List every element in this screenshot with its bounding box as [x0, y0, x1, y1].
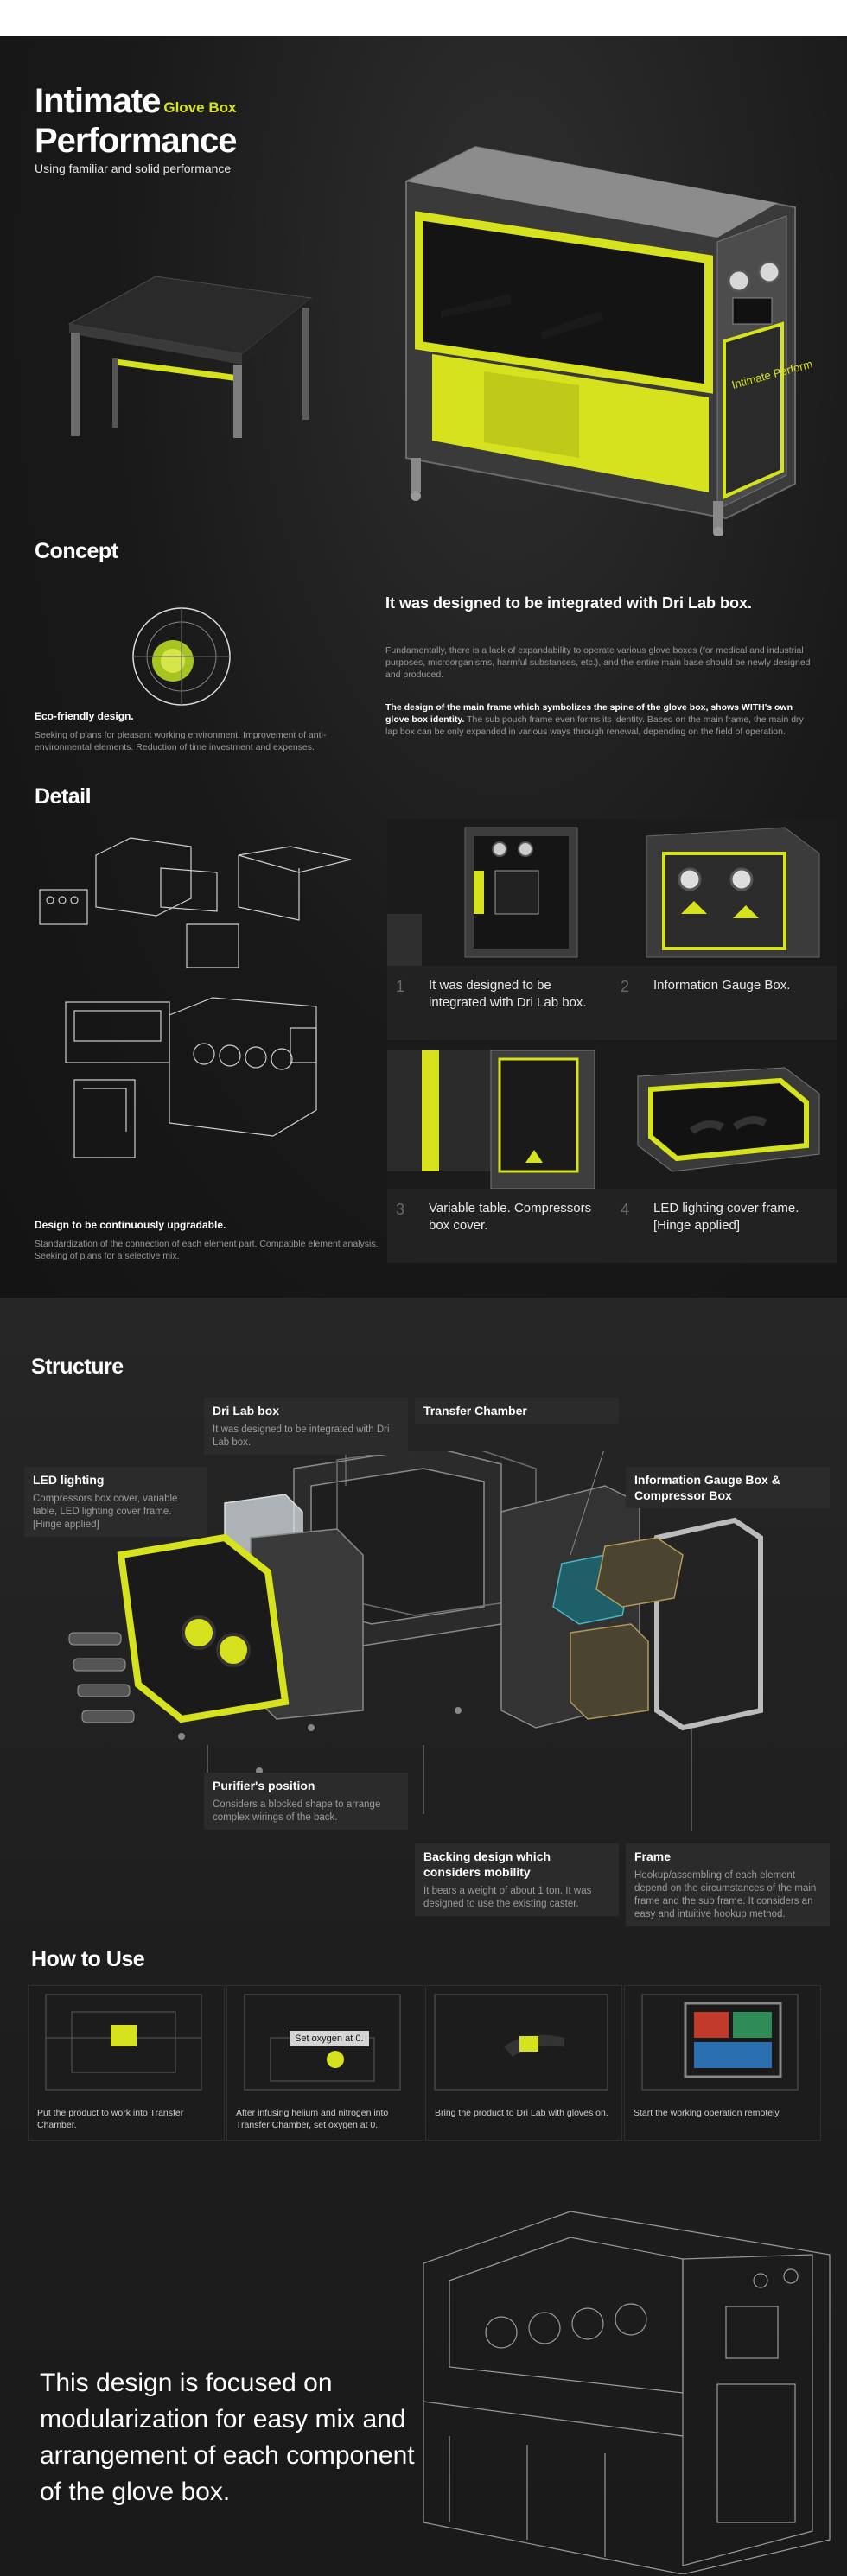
closing-statement: This design is focused on modularization…	[40, 2369, 415, 2506]
structure-label-frame-text: Hookup/assembling of each element depend…	[634, 1870, 817, 1919]
structure-heading: Structure	[31, 1355, 124, 1379]
structure-label-purifier-title: Purifier's position	[213, 1779, 315, 1792]
detail-panel-3-caption-row: 3 Variable table. Compressors box cover.	[387, 1189, 612, 1247]
detail-panel-3-caption: Variable table. Compressors box cover.	[429, 1201, 592, 1233]
howto-step-4-text: Start the working operation remotely.	[634, 2108, 781, 2118]
detail-heading: Detail	[35, 784, 92, 809]
concept-para2: The design of the main frame which symbo…	[385, 701, 818, 738]
hero-title-subtitle: Glove Box	[163, 99, 237, 116]
howto-step-3: Bring the product to Dri Lab with gloves…	[425, 1985, 622, 2141]
structure-label-drilab: Dri Lab box It was designed to be integr…	[204, 1398, 408, 1455]
howto-step-4-image	[641, 1994, 799, 2091]
detail-panel-4-caption-row: 4 LED lighting cover frame. [Hinge appli…	[612, 1189, 837, 1247]
hero-title-line1: Intimate	[35, 82, 161, 120]
structure-label-backing: Backing design which considers mobility …	[415, 1843, 619, 1916]
structure-label-backing-title: Backing design which considers mobility	[424, 1850, 551, 1879]
detail-panel-1: 1 It was designed to be integrated with …	[387, 819, 612, 1040]
detail-panel-4: 4 LED lighting cover frame. [Hinge appli…	[612, 1042, 837, 1263]
structure-label-backing-text: It bears a weight of about 1 ton. It was…	[424, 1886, 592, 1909]
detail-panel-2-caption: Information Gauge Box.	[653, 978, 791, 993]
detail-sketches	[39, 837, 352, 1158]
howto-step-3-image	[434, 1994, 608, 2091]
structure-label-gauge-title: Information Gauge Box & Compressor Box	[634, 1473, 780, 1502]
concept-para2-rest: The sub pouch frame even forms its ident…	[385, 714, 804, 737]
howto-step-2: Set oxygen at 0. After infusing helium a…	[226, 1985, 424, 2141]
table-render	[67, 276, 313, 438]
hero-title-line2: Performance	[35, 122, 238, 160]
howto-step-2-text: After infusing helium and nitrogen into …	[236, 2108, 389, 2130]
howto-step-1-text: Put the product to work into Transfer Ch…	[37, 2108, 184, 2130]
detail-panel-1-caption: It was designed to be integrated with Dr…	[429, 978, 587, 1010]
structure-label-transfer: Transfer Chamber	[415, 1398, 619, 1424]
detail-note-text: Standardization of the connection of eac…	[35, 1239, 379, 1261]
concept-badge-text: Seeking of plans for pleasant working en…	[35, 730, 327, 752]
structure-label-frame: Frame Hookup/assembling of each element …	[626, 1843, 830, 1926]
howto-step-1-image	[45, 1994, 202, 2091]
howto-step-1: Put the product to work into Transfer Ch…	[28, 1985, 225, 2141]
structure-label-gauge: Information Gauge Box & Compressor Box	[626, 1467, 830, 1508]
howto-step-2-image	[244, 1994, 401, 2091]
detail-panel-4-image	[612, 1042, 837, 1189]
structure-label-frame-title: Frame	[634, 1850, 672, 1863]
howto-step-3-text: Bring the product to Dri Lab with gloves…	[435, 2108, 608, 2118]
structure-label-led-title: LED lighting	[33, 1473, 105, 1487]
glove-icon	[68, 1632, 122, 1646]
howto-heading: How to Use	[31, 1947, 145, 1971]
detail-panel-3: 3 Variable table. Compressors box cover.	[387, 1042, 612, 1263]
glovebox-hero-render: Intimate Performance	[405, 145, 812, 536]
detail-panel-3-image	[387, 1042, 612, 1189]
detail-panel-4-caption: LED lighting cover frame. [Hinge applied…	[653, 1201, 799, 1233]
hero-tagline: Using familiar and solid performance	[35, 162, 232, 175]
detail-panel-1-caption-row: 1 It was designed to be integrated with …	[387, 966, 612, 1024]
detail-panel-4-num: 4	[621, 1201, 630, 1218]
detail-panel-3-num: 3	[396, 1201, 405, 1218]
concept-heading: Concept	[35, 539, 118, 563]
structure-label-led-text: Compressors box cover, variable table, L…	[33, 1494, 178, 1530]
concept-para2-bold: The design of the main frame which symbo…	[385, 702, 793, 725]
concept-badge-title: Eco-friendly design.	[35, 710, 134, 722]
detail-panel-2-caption-row: 2 Information Gauge Box.	[612, 966, 837, 1006]
howto-step-4: Start the working operation remotely.	[624, 1985, 821, 2141]
structure-label-purifier: Purifier's position Considers a blocked …	[204, 1773, 408, 1830]
gauge-icon	[492, 841, 507, 857]
concept-subheading: It was designed to be integrated with Dr…	[385, 594, 753, 612]
detail-panel-2: 2 Information Gauge Box.	[612, 819, 837, 1040]
exploded-view	[68, 1451, 763, 1831]
detail-panel-1-num: 1	[396, 978, 405, 995]
structure-label-drilab-title: Dri Lab box	[213, 1404, 280, 1418]
structure-label-purifier-text: Considers a blocked shape to arrange com…	[213, 1799, 381, 1823]
wireframe-render	[423, 2211, 831, 2574]
detail-note-title: Design to be continuously upgradable.	[35, 1219, 226, 1231]
structure-label-led: LED lighting Compressors box cover, vari…	[24, 1467, 207, 1537]
structure-label-drilab-text: It was designed to be integrated with Dr…	[213, 1424, 390, 1448]
concept-diagram-icon	[132, 607, 231, 706]
howto-callout: Set oxygen at 0.	[290, 2031, 369, 2046]
detail-panel-2-num: 2	[621, 978, 630, 995]
detail-panel-1-image	[387, 819, 612, 966]
detail-panel-2-image	[612, 819, 837, 966]
structure-label-transfer-title: Transfer Chamber	[424, 1404, 527, 1418]
concept-para1: Fundamentally, there is a lack of expand…	[385, 645, 811, 680]
